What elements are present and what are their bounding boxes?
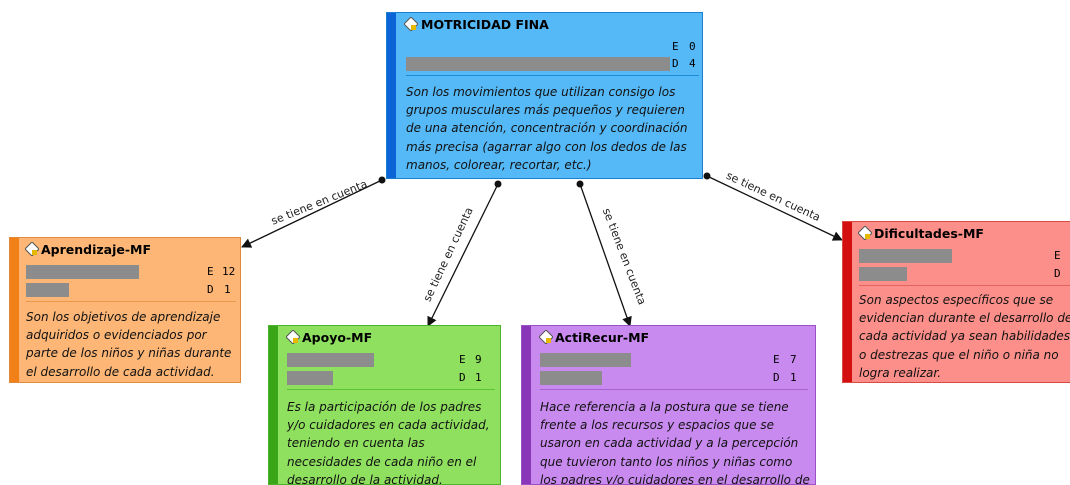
e-count: 7 — [790, 353, 797, 366]
node-title: Apoyo-MF — [302, 330, 373, 345]
e-label: E — [1054, 249, 1061, 262]
d-label: D — [672, 57, 679, 70]
d-count: 1 — [224, 283, 231, 296]
node-accent-bar — [522, 326, 531, 484]
node-description: Son los movimientos que utilizan consigo… — [406, 85, 688, 172]
d-count: 4 — [689, 57, 696, 70]
node-description: Son los objetivos de aprendizaje adquiri… — [26, 310, 232, 379]
redacted-bar — [287, 371, 333, 385]
d-label: D — [459, 371, 466, 384]
quotation-diamond-icon — [404, 17, 418, 31]
quotation-diamond-icon — [286, 330, 300, 344]
quotation-diamond-icon — [858, 226, 872, 240]
node-title: Aprendizaje-MF — [41, 242, 152, 257]
d-label: D — [1054, 267, 1061, 280]
redacted-bar — [540, 353, 631, 367]
separator — [26, 301, 236, 302]
redacted-bar — [26, 283, 69, 297]
e-label: E — [459, 353, 466, 366]
node-description: Es la participación de los padres y/o cu… — [287, 400, 490, 485]
quotation-diamond-icon — [25, 242, 39, 256]
separator — [540, 389, 808, 390]
redacted-bar — [859, 249, 952, 263]
redacted-bar — [26, 265, 139, 279]
separator — [287, 389, 495, 390]
edge-actirecur[interactable] — [576, 180, 632, 327]
node-motricidad-fina[interactable]: MOTRICIDAD FINA E 0 D 4 Son los movimien… — [386, 12, 703, 179]
edge-apoyo[interactable] — [427, 180, 502, 327]
node-accent-bar — [843, 222, 852, 382]
edge-aprendizaje[interactable] — [241, 176, 386, 248]
node-title: ActiRecur-MF — [555, 330, 650, 345]
quotation-diamond-icon — [539, 330, 553, 344]
node-title: MOTRICIDAD FINA — [421, 17, 549, 32]
node-apoyo-mf[interactable]: Apoyo-MF E 9 D 1 Es la participación de … — [268, 325, 501, 485]
node-actirecur-mf[interactable]: ActiRecur-MF E 7 D 1 Hace referencia a l… — [521, 325, 816, 485]
redacted-bar — [406, 57, 670, 71]
redacted-bar — [287, 353, 374, 367]
node-accent-bar — [269, 326, 278, 484]
e-label: E — [207, 265, 214, 278]
e-count: 0 — [689, 40, 696, 53]
d-label: D — [773, 371, 780, 384]
separator — [859, 285, 1070, 286]
node-description: Hace referencia a la postura que se tien… — [540, 400, 810, 485]
e-label: E — [773, 353, 780, 366]
node-description: Son aspectos específicos que se evidenci… — [859, 293, 1070, 380]
e-count: 12 — [222, 265, 236, 278]
e-label: E — [672, 40, 679, 53]
node-title: Dificultades-MF — [874, 226, 984, 241]
d-count: 1 — [475, 371, 482, 384]
node-aprendizaje-mf[interactable]: Aprendizaje-MF E 12 D 1 Son los objetivo… — [9, 237, 241, 383]
edge-dificultades[interactable] — [703, 172, 843, 241]
node-dificultades-mf[interactable]: Dificultades-MF E D Son aspectos específ… — [842, 221, 1070, 383]
d-count: 1 — [790, 371, 797, 384]
node-accent-bar — [10, 238, 19, 382]
e-count: 9 — [475, 353, 482, 366]
separator — [406, 75, 699, 76]
redacted-bar — [859, 267, 907, 281]
node-accent-bar — [387, 13, 396, 178]
d-label: D — [207, 283, 214, 296]
redacted-bar — [540, 371, 602, 385]
